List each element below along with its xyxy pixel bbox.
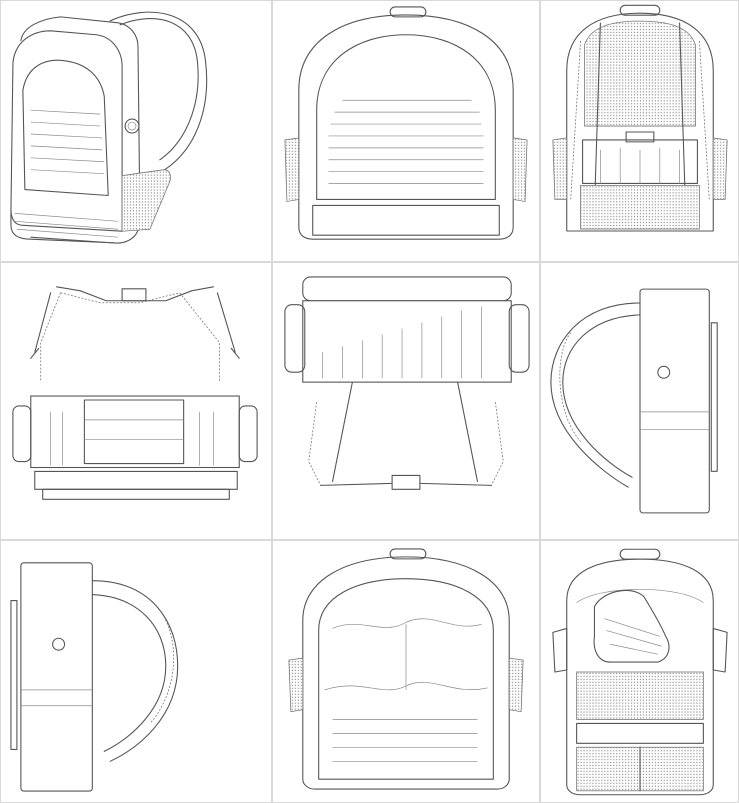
view-top [0, 262, 272, 540]
view-interior-with-shoe [540, 540, 739, 803]
view-rear [540, 0, 739, 262]
view-front-open [272, 540, 540, 803]
view-front [272, 0, 540, 262]
view-bottom [272, 262, 540, 540]
view-right-side [540, 262, 739, 540]
view-left-side [0, 540, 272, 803]
view-perspective-front [0, 0, 272, 262]
